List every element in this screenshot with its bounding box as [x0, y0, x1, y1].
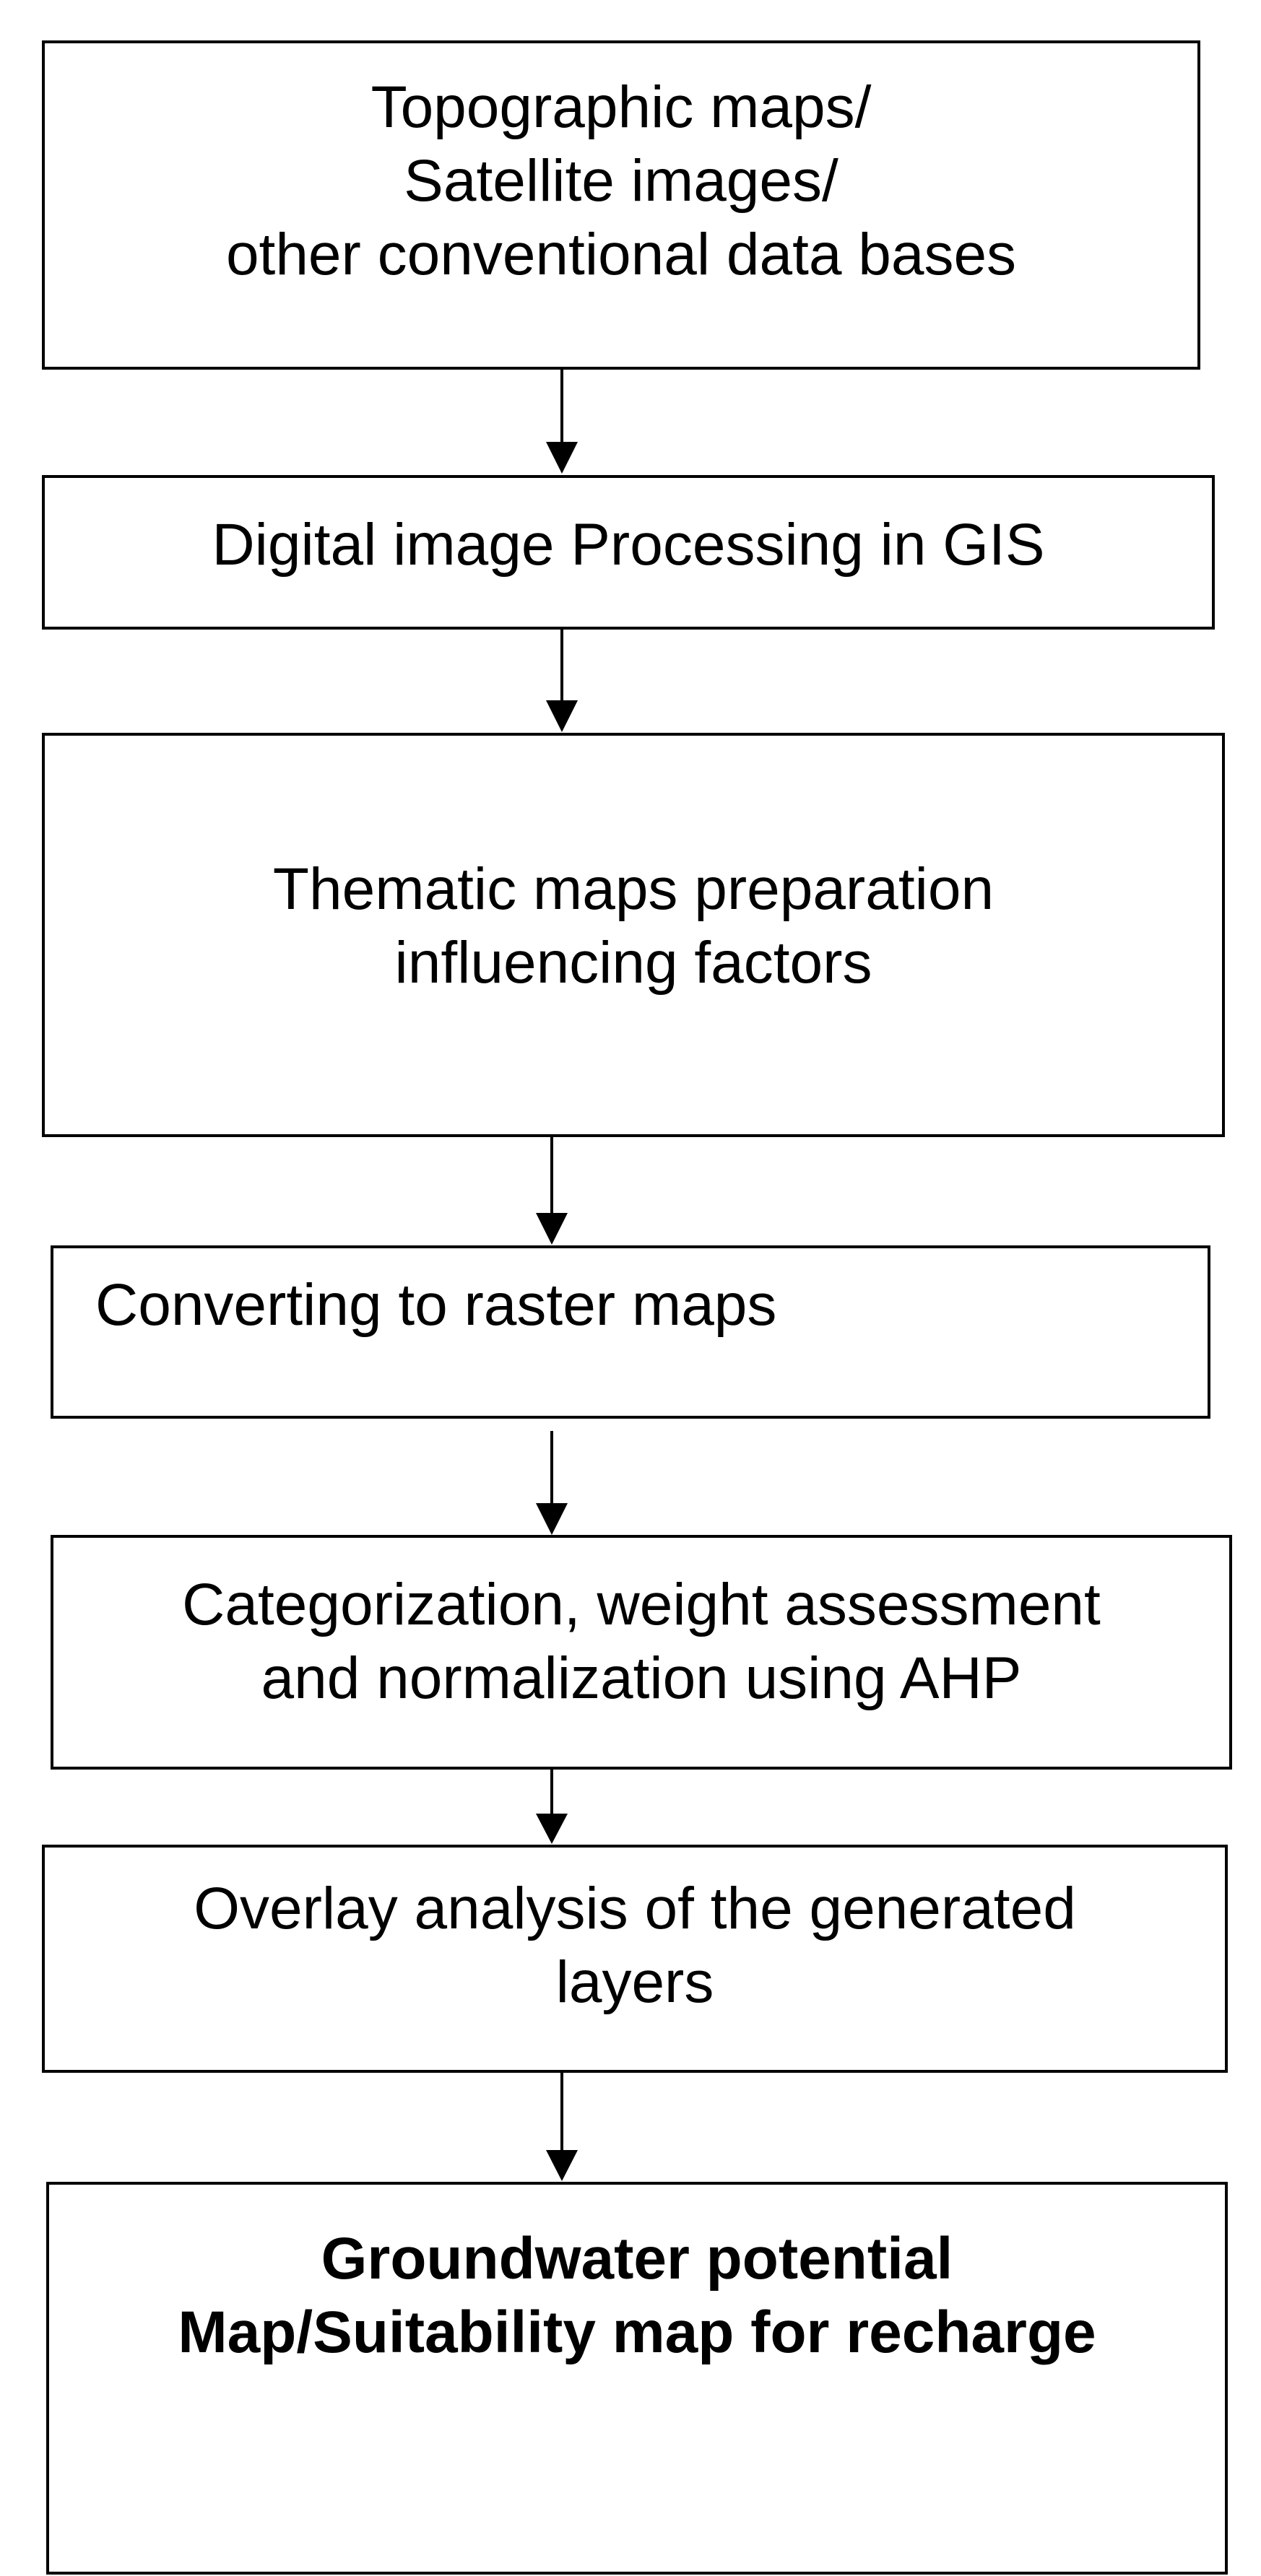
step-output-line-1: Groundwater potential — [321, 2226, 953, 2292]
step-box-overlay: Overlay analysis of the generated layers — [42, 1845, 1228, 2073]
step-ahp-line-2: and normalization using AHP — [261, 1645, 1022, 1711]
arrow-thematic-to-raster — [536, 1137, 568, 1245]
step-box-output: Groundwater potential Map/Suitability ma… — [46, 2182, 1228, 2575]
step-ahp-line-1: Categorization, weight assessment — [182, 1572, 1101, 1637]
arrow-ahp-to-overlay — [536, 1770, 568, 1844]
step-raster-line-1: Converting to raster maps — [95, 1272, 777, 1338]
step-thematic-line-2: influencing factors — [394, 930, 872, 996]
step-box-ahp: Categorization, weight assessment and no… — [51, 1535, 1232, 1770]
step-overlay-line-1: Overlay analysis of the generated — [194, 1876, 1076, 1941]
arrow-inputs-to-processing — [546, 370, 578, 474]
arrow-overlay-to-output — [546, 2073, 578, 2181]
step-output-line-2: Map/Suitability map for recharge — [178, 2299, 1096, 2365]
step-inputs-line-3: other conventional data bases — [225, 222, 1017, 287]
step-overlay-line-2: layers — [555, 1949, 714, 2015]
step-box-thematic: Thematic maps preparation influencing fa… — [42, 733, 1225, 1137]
step-inputs-line-2: Satellite images/ — [404, 148, 838, 214]
step-box-processing: Digital image Processing in GIS — [42, 475, 1215, 630]
step-box-inputs: Topographic maps/ Satellite images/ othe… — [42, 40, 1200, 370]
arrow-raster-to-ahp — [536, 1431, 568, 1535]
step-processing-line-1: Digital image Processing in GIS — [212, 512, 1045, 578]
arrow-processing-to-thematic — [546, 630, 578, 732]
step-box-raster: Converting to raster maps — [51, 1245, 1210, 1419]
step-inputs-line-1: Topographic maps/ — [370, 74, 872, 140]
step-thematic-line-1: Thematic maps preparation — [272, 856, 994, 922]
